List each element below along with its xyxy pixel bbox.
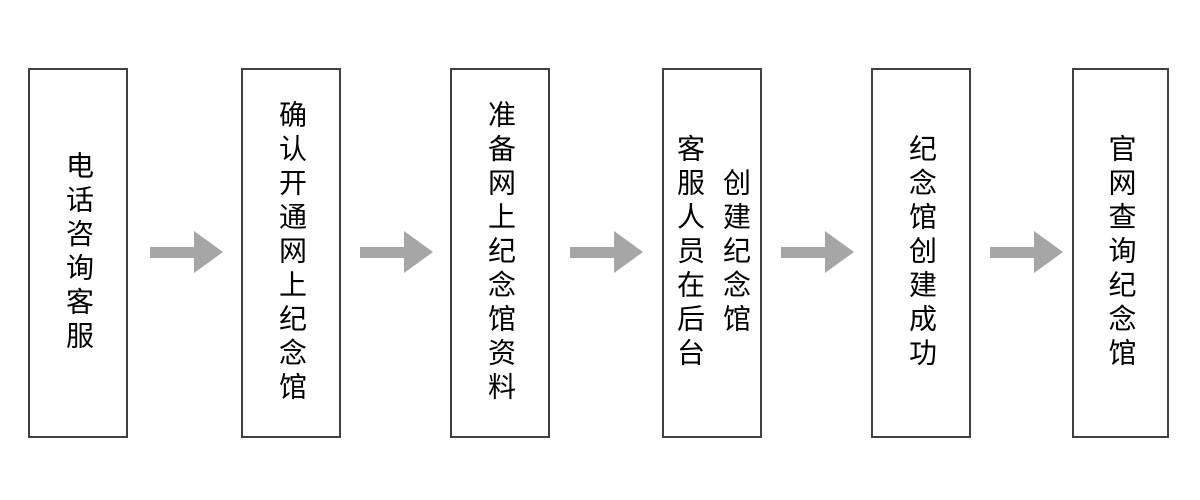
flow-step-1-text: 电话咨询客服: [63, 151, 94, 355]
flow-step-4: 客服人员在后台 创建纪念馆: [662, 68, 762, 438]
right-arrow-icon: [150, 231, 223, 273]
flow-step-4-line-2: 创建纪念馆: [720, 168, 751, 338]
flow-step-3-text: 准备网上纪念馆资料: [485, 100, 516, 406]
flow-step-3-line-1: 准备网上纪念馆资料: [485, 100, 516, 406]
right-arrow-icon: [360, 231, 433, 273]
flow-step-4-text: 客服人员在后台 创建纪念馆: [674, 134, 751, 372]
right-arrow-icon: [570, 231, 643, 273]
flow-step-6: 官网查询纪念馆: [1072, 68, 1169, 438]
flow-arrow-5: [990, 230, 1064, 274]
flow-step-6-line-1: 官网查询纪念馆: [1105, 134, 1137, 372]
flow-step-1-line-1: 电话咨询客服: [63, 151, 94, 355]
flow-step-6-text: 官网查询纪念馆: [1105, 134, 1137, 372]
flow-arrow-2: [360, 230, 434, 274]
flow-step-5: 纪念馆创建成功: [871, 68, 971, 438]
right-arrow-icon: [990, 231, 1063, 273]
flow-arrow-4: [781, 230, 855, 274]
right-arrow-icon: [781, 231, 854, 273]
flow-arrow-3: [570, 230, 644, 274]
flow-step-5-line-1: 纪念馆创建成功: [906, 134, 937, 372]
flow-arrow-1: [150, 230, 224, 274]
flow-step-1: 电话咨询客服: [28, 68, 128, 438]
flow-step-3: 准备网上纪念馆资料: [450, 68, 550, 438]
flow-step-4-line-1: 客服人员在后台: [674, 134, 705, 372]
flow-step-2: 确认开通网上纪念馆: [241, 68, 341, 438]
flow-step-2-line-1: 确认开通网上纪念馆: [276, 100, 307, 406]
flow-step-2-text: 确认开通网上纪念馆: [276, 100, 307, 406]
flow-step-5-text: 纪念馆创建成功: [906, 134, 937, 372]
